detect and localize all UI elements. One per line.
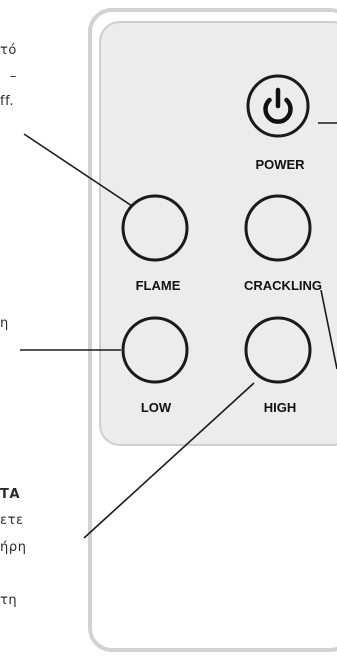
leader-line-flame xyxy=(23,133,133,207)
cropped-text-fragment: ετε xyxy=(0,513,24,528)
power-icon xyxy=(263,87,293,124)
low-button[interactable] xyxy=(121,316,189,384)
crackling-button[interactable] xyxy=(244,194,312,262)
high-button[interactable] xyxy=(244,316,312,384)
cropped-text-fragment: τη xyxy=(0,593,18,608)
leader-line-high xyxy=(83,382,255,539)
crackling-label: CRACKLING xyxy=(244,278,322,293)
cropped-text-fragment: – xyxy=(10,69,18,84)
power-button[interactable] xyxy=(246,74,310,138)
cropped-text-fragment: τό xyxy=(0,43,17,58)
cropped-text-fragment: η xyxy=(0,316,9,331)
flame-label: FLAME xyxy=(135,278,181,293)
high-label: HIGH xyxy=(263,400,297,415)
flame-button[interactable] xyxy=(121,194,189,262)
cropped-text-fragment: ΤΑ xyxy=(0,487,21,502)
leader-lines xyxy=(20,122,337,539)
cropped-text-fragment: ff. xyxy=(0,94,15,109)
cropped-text-fragment: ήρη xyxy=(0,540,27,555)
leader-line-crackling xyxy=(320,289,337,370)
power-label: POWER xyxy=(255,157,305,172)
low-label: LOW xyxy=(140,400,172,415)
